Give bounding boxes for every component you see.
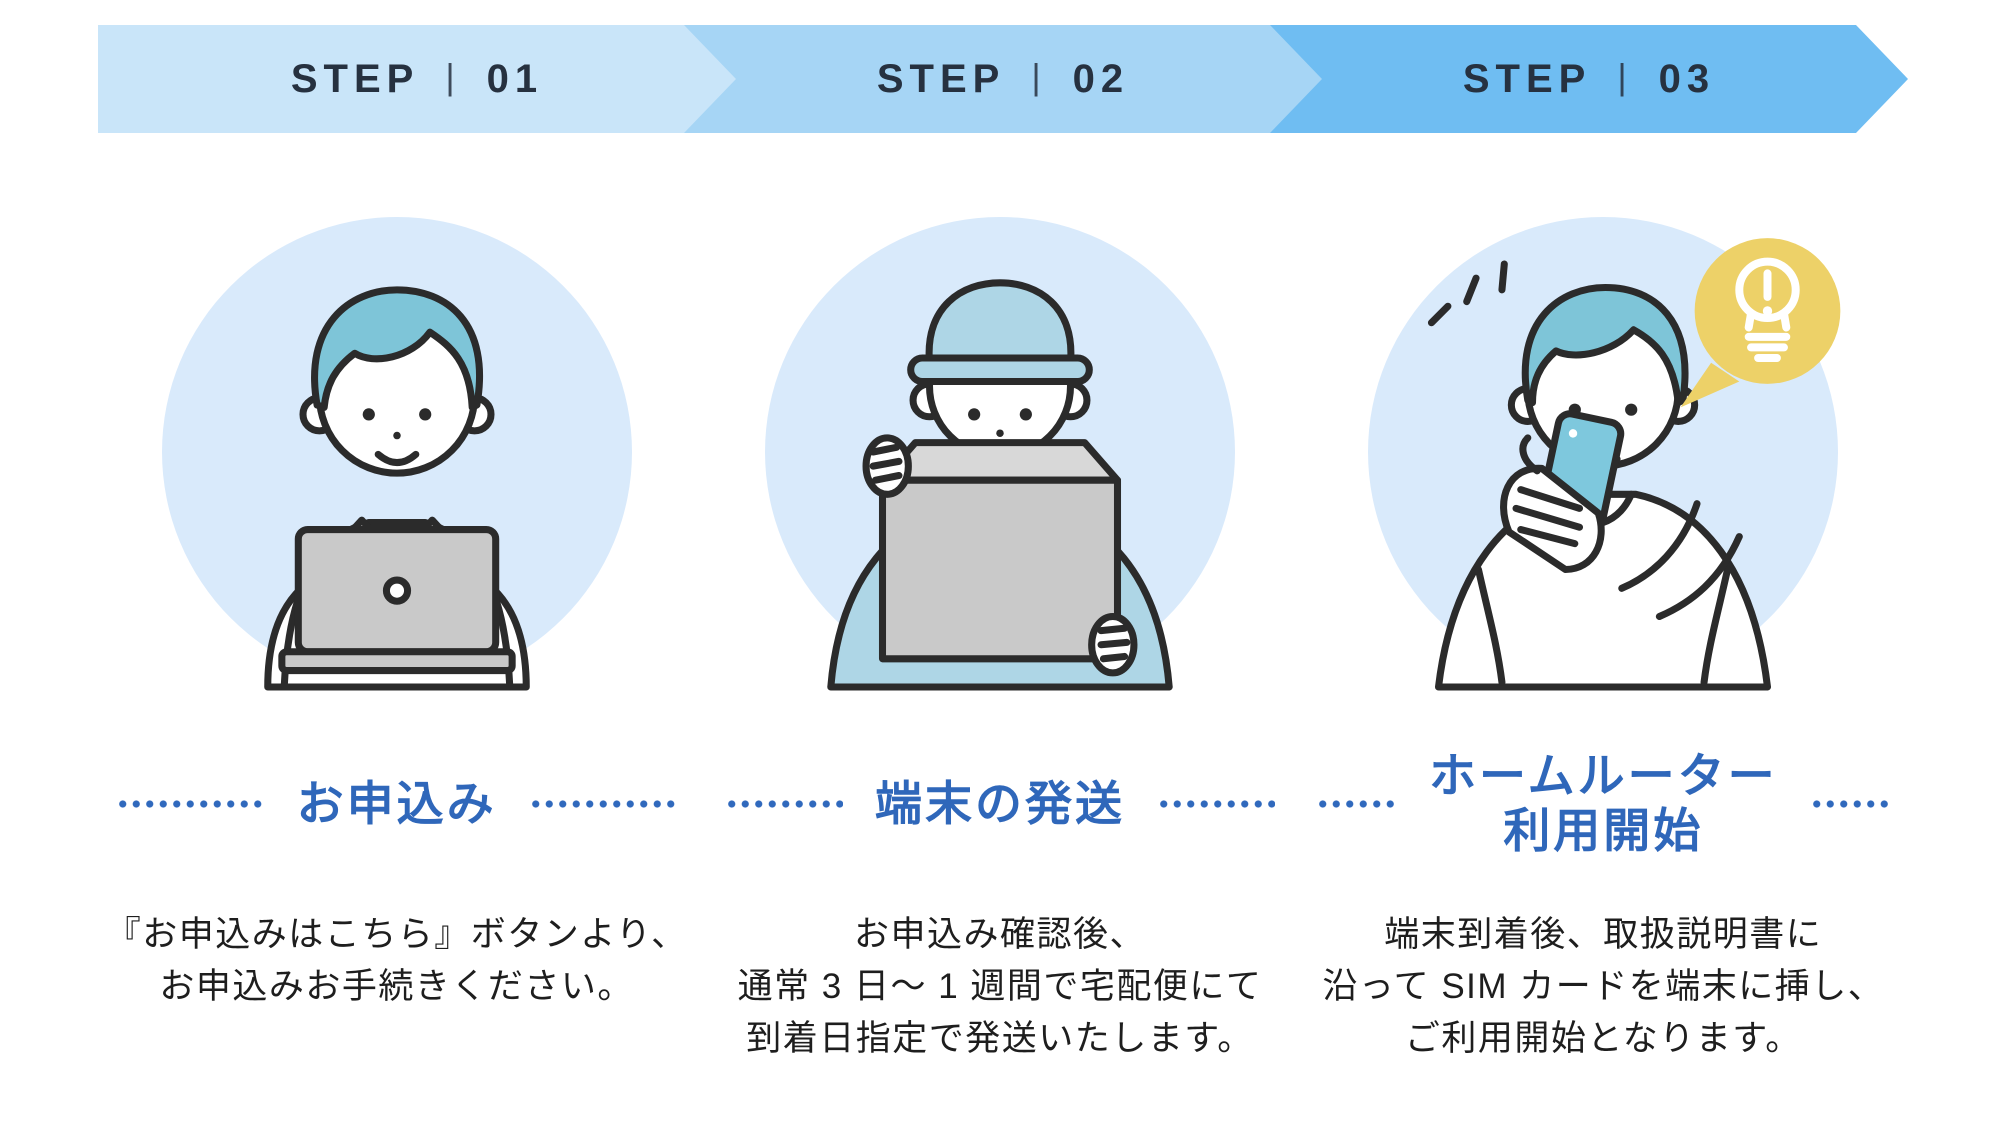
person-with-phone-illustration [1368, 217, 1841, 691]
package-box-icon [878, 476, 1122, 663]
illustration-step-02 [764, 217, 1235, 691]
lightbulb-alert-icon [1735, 257, 1801, 362]
cap-icon [925, 279, 1075, 367]
speech-bubble [1680, 238, 1841, 408]
step-number: 02 [1072, 56, 1130, 101]
illustration-step-03 [1368, 217, 1841, 691]
step-title-row-01: お申込み [95, 734, 698, 874]
steps-columns: お申込み 『お申込みはこちら』ボタンより、お申込みお手続きください。 [95, 217, 1905, 1065]
step-progress-banner: STEP | 01 STEP | 02 STEP | 03 [98, 25, 1908, 133]
step-title-row-03: ホームルーター利用開始 [1302, 734, 1905, 874]
step-number: 01 [486, 56, 544, 101]
step-column-02: 端末の発送 お申込み確認後、通常 3 日〜 1 週間で宅配便にて到着日指定で発送… [698, 217, 1301, 1065]
step-separator: | [1617, 56, 1633, 97]
dotted-line-right [1809, 800, 1891, 808]
step-title: ホームルーター利用開始 [1429, 749, 1778, 857]
banner-step-02: STEP | 02 [684, 25, 1322, 133]
banner-step-01: STEP | 01 [98, 25, 736, 133]
step-label: STEP [1462, 56, 1592, 101]
dotted-line-right [528, 800, 678, 808]
step-description: 『お申込みはこちら』ボタンより、お申込みお手続きください。 [105, 915, 688, 1006]
dotted-line-right [1156, 800, 1275, 808]
step-label: STEP [290, 56, 420, 101]
step-separator: | [445, 56, 461, 97]
step-title: お申込み [296, 776, 497, 830]
step-column-01: お申込み 『お申込みはこちら』ボタンより、お申込みお手続きください。 [95, 217, 698, 1065]
step-title: 端末の発送 [874, 776, 1125, 830]
illustration-step-01 [161, 217, 632, 691]
dotted-line-left [115, 800, 265, 808]
person-at-laptop-illustration [161, 217, 632, 691]
dotted-line-left [1316, 800, 1398, 808]
step-title-row-02: 端末の発送 [698, 734, 1301, 874]
banner-step-03: STEP | 03 [1270, 25, 1908, 133]
step-separator: | [1031, 56, 1047, 97]
step-description: 端末到着後、取扱説明書に沿って SIM カードを端末に挿し、ご利用開始となります… [1322, 915, 1885, 1058]
step-label: STEP [876, 56, 1006, 101]
step-column-03: ホームルーター利用開始 端末到着後、取扱説明書に沿って SIM カードを端末に挿… [1302, 217, 1905, 1065]
courier-with-box-illustration [764, 217, 1235, 691]
step-number: 03 [1658, 56, 1716, 101]
dotted-line-left [724, 800, 843, 808]
step-description: お申込み確認後、通常 3 日〜 1 週間で宅配便にて到着日指定で発送いたします。 [737, 915, 1263, 1058]
